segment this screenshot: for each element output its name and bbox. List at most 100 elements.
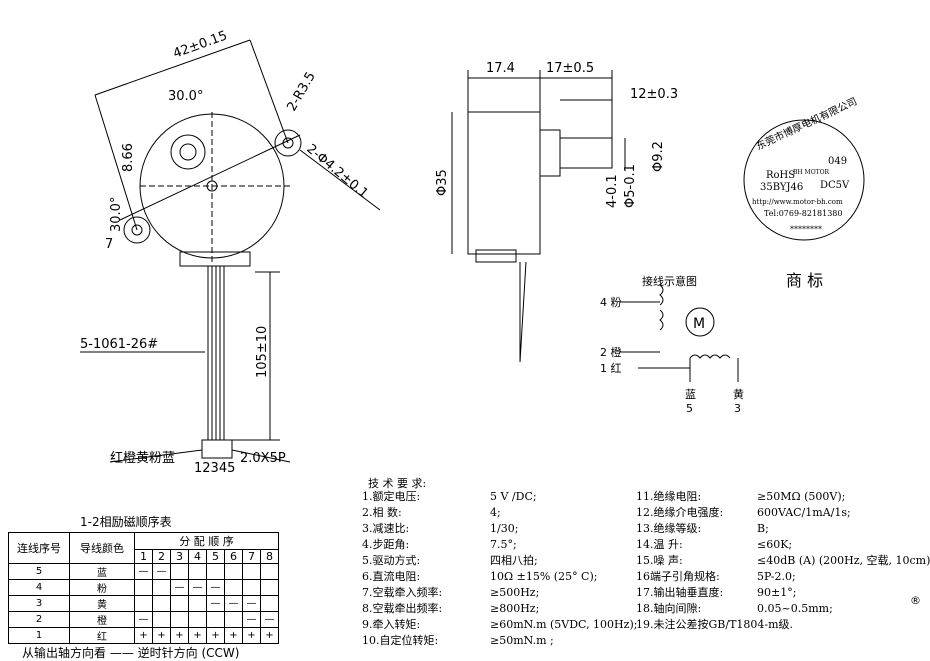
cell-step: +	[224, 627, 243, 644]
spec-value: ≤40dB (A) (200Hz, 空载, 10cm);	[757, 554, 930, 567]
coil-upper	[659, 284, 664, 331]
wiring-yellow: 黄	[733, 387, 744, 401]
motor-symbol-label: M	[693, 316, 705, 332]
spec-value: ≤60K;	[757, 538, 793, 551]
dim-30top-label: 30.0°	[168, 89, 203, 104]
cell-step: —	[134, 563, 153, 580]
spec-value: 5P-2.0;	[757, 570, 796, 583]
label-part: 35BYJ46	[760, 182, 803, 193]
header-step: 3	[170, 549, 189, 564]
spec-value: 10Ω ±15% (25° C);	[490, 570, 598, 583]
cell-step: +	[242, 627, 261, 644]
trademark-caption: 商 标	[786, 271, 823, 290]
label-rohs: RoHS	[766, 170, 795, 181]
cell-step	[224, 579, 243, 596]
cell-step: +	[170, 627, 189, 644]
side-view	[451, 70, 626, 363]
pitch-leader	[231, 449, 291, 463]
cell-step	[260, 595, 279, 612]
wiring-title: 接线示意图	[642, 274, 697, 288]
spec-key: 10.自定位转矩:	[362, 634, 439, 647]
dim-174-label: 17.4	[486, 61, 515, 76]
sequence-footer: 从输出轴方向看 —— 逆时针方向 (CCW)	[22, 646, 240, 660]
spec-key: 14.温 升:	[636, 538, 683, 551]
dim-pitch-label: 2.0X5P	[240, 451, 286, 466]
label-brand: BH MOTOR	[793, 169, 830, 176]
spec-value: 四相八拍;	[490, 554, 538, 567]
dim-35-label: Φ35	[435, 169, 450, 196]
wire-exit	[179, 251, 251, 267]
cell-step	[206, 611, 225, 628]
spec-value: 5 V /DC;	[490, 490, 537, 503]
spec-key: 1.额定电压:	[362, 490, 421, 503]
wiring-blue-no: 5	[686, 402, 693, 415]
spec-key: 19.未注公差按GB/T1804-m级.	[636, 618, 794, 631]
dim-30side-label: 30.0°	[109, 197, 124, 232]
dim-flat-label: 4-0.1	[605, 174, 620, 208]
cell-step	[224, 563, 243, 580]
spec-key: 11.绝缘电阻:	[636, 490, 702, 503]
header-step: 2	[152, 549, 171, 564]
cell-step: —	[188, 579, 207, 596]
spec-value: ≥50MΩ (500V);	[757, 490, 846, 503]
cell-wire-color: 黄	[69, 595, 135, 612]
cell-step: —	[224, 595, 243, 612]
mount-hole-left-inner	[131, 224, 143, 236]
spec-key: 3.减速比:	[362, 522, 410, 535]
label-stars: ********	[790, 225, 822, 234]
cell-step	[206, 563, 225, 580]
mount-hole-right-inner	[282, 137, 294, 149]
cell-step	[170, 611, 189, 628]
spec-value: ≥800Hz;	[490, 602, 540, 615]
spec-key: 8.空载牵出频率:	[362, 602, 443, 615]
cell-step	[152, 611, 171, 628]
trademark-label-circle	[743, 119, 865, 241]
cell-step	[224, 611, 243, 628]
dimension-labels: 42±0.15 2-R3.5 30.0° 8.66 2-Φ4.2±0.1 30.…	[80, 28, 678, 476]
dim-42-line	[94, 39, 251, 96]
dim-r35-label: 2-R3.5	[284, 70, 318, 114]
spec-key: 13.绝缘等级:	[636, 522, 702, 535]
header-step: 1	[134, 549, 153, 564]
cell-step	[188, 611, 207, 628]
cell-step: —	[260, 611, 279, 628]
cell-step	[242, 579, 261, 596]
cell-step	[260, 563, 279, 580]
specs-title: 技 术 要 求:	[368, 477, 427, 490]
sequence-table-title: 1-2相励磁顺序表	[80, 515, 172, 529]
dim-42-label: 42±0.15	[171, 28, 229, 61]
cell-step	[134, 579, 153, 596]
cell-wire-no: 4	[8, 579, 70, 596]
cell-step: +	[188, 627, 207, 644]
spec-value: 90±1°;	[757, 586, 797, 599]
cell-step: —	[170, 579, 189, 596]
wiring-labels: 接线示意图 M 4 粉 2 橙 1 红 蓝 5 黄 3	[600, 274, 744, 415]
spec-value: ≥60mN.m (5VDC, 100Hz);	[490, 618, 638, 631]
spec-value: 4;	[490, 506, 501, 519]
dim-12-label: 12±0.3	[630, 87, 678, 102]
spec-key: 7.空载牵入频率:	[362, 586, 443, 599]
spec-value: B;	[757, 522, 769, 535]
wiring-pin1: 1 红	[600, 362, 622, 375]
cell-wire-color: 蓝	[69, 563, 135, 580]
dim-92-label: Φ9.2	[651, 141, 666, 172]
cell-step	[152, 579, 171, 596]
spec-value: ≥50mN.m ;	[490, 634, 554, 647]
spec-value: ≥500Hz;	[490, 586, 540, 599]
label-code: 049	[828, 156, 847, 167]
dim-colors-label: 红橙黄粉蓝	[110, 450, 175, 466]
label-url: http://www.motor-bh.com	[752, 198, 843, 206]
cell-step: —	[134, 611, 153, 628]
cell-step	[260, 579, 279, 596]
spec-key: 15.噪 声:	[636, 554, 683, 567]
cell-step: +	[134, 627, 153, 644]
header-step: 7	[242, 549, 261, 564]
wiring-diagram	[620, 284, 739, 382]
spec-value: 600VAC/1mA/1s;	[757, 506, 851, 519]
